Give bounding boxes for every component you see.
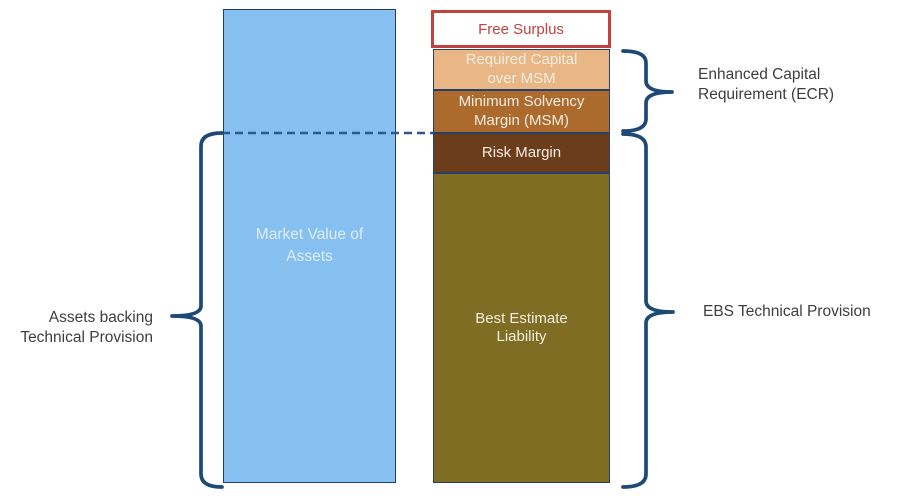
assets-backing-label-line2: Technical Provision	[20, 329, 153, 346]
ecr-brace	[621, 49, 674, 133]
best-estimate-liability-segment: Best Estimate Liability	[433, 173, 610, 483]
ecr-label-line1: Enhanced Capital	[698, 66, 821, 83]
left-brace	[170, 131, 224, 489]
market-value-of-assets-label-line1: Market Value of	[255, 226, 364, 243]
best-estimate-label-line2: Liability	[496, 328, 547, 345]
ecr-label: Enhanced Capital Requirement (ECR)	[698, 65, 834, 105]
assets-backing-label: Assets backing Technical Provision	[0, 308, 153, 348]
msm-label-line2: Margin (MSM)	[473, 111, 569, 129]
risk-margin-label: Risk Margin	[481, 143, 562, 161]
msm-label-line1: Minimum Solvency	[458, 93, 585, 110]
ebs-technical-provision-label: EBS Technical Provision	[703, 302, 871, 322]
market-value-of-assets-label-line2: Assets	[286, 248, 333, 265]
assets-backing-label-line1: Assets backing	[48, 309, 153, 326]
best-estimate-label-line1: Best Estimate	[475, 309, 568, 327]
market-value-of-assets-label: Market Value of Assets	[256, 224, 363, 268]
required-capital-label-line2: over MSM	[487, 69, 556, 87]
ebs-label-text: EBS Technical Provision	[703, 303, 871, 320]
market-value-of-assets-bar: Market Value of Assets	[223, 9, 396, 483]
ebs-brace	[621, 132, 675, 489]
required-capital-over-msm-segment: Required Capital over MSM	[433, 49, 610, 90]
ecr-label-line2: Requirement (ECR)	[698, 86, 835, 103]
free-surplus-box: Free Surplus	[431, 10, 611, 48]
minimum-solvency-margin-segment: Minimum Solvency Margin (MSM)	[433, 90, 610, 133]
risk-margin-segment: Risk Margin	[433, 133, 610, 173]
free-surplus-label: Free Surplus	[478, 20, 564, 38]
required-capital-label-line1: Required Capital	[465, 51, 578, 68]
